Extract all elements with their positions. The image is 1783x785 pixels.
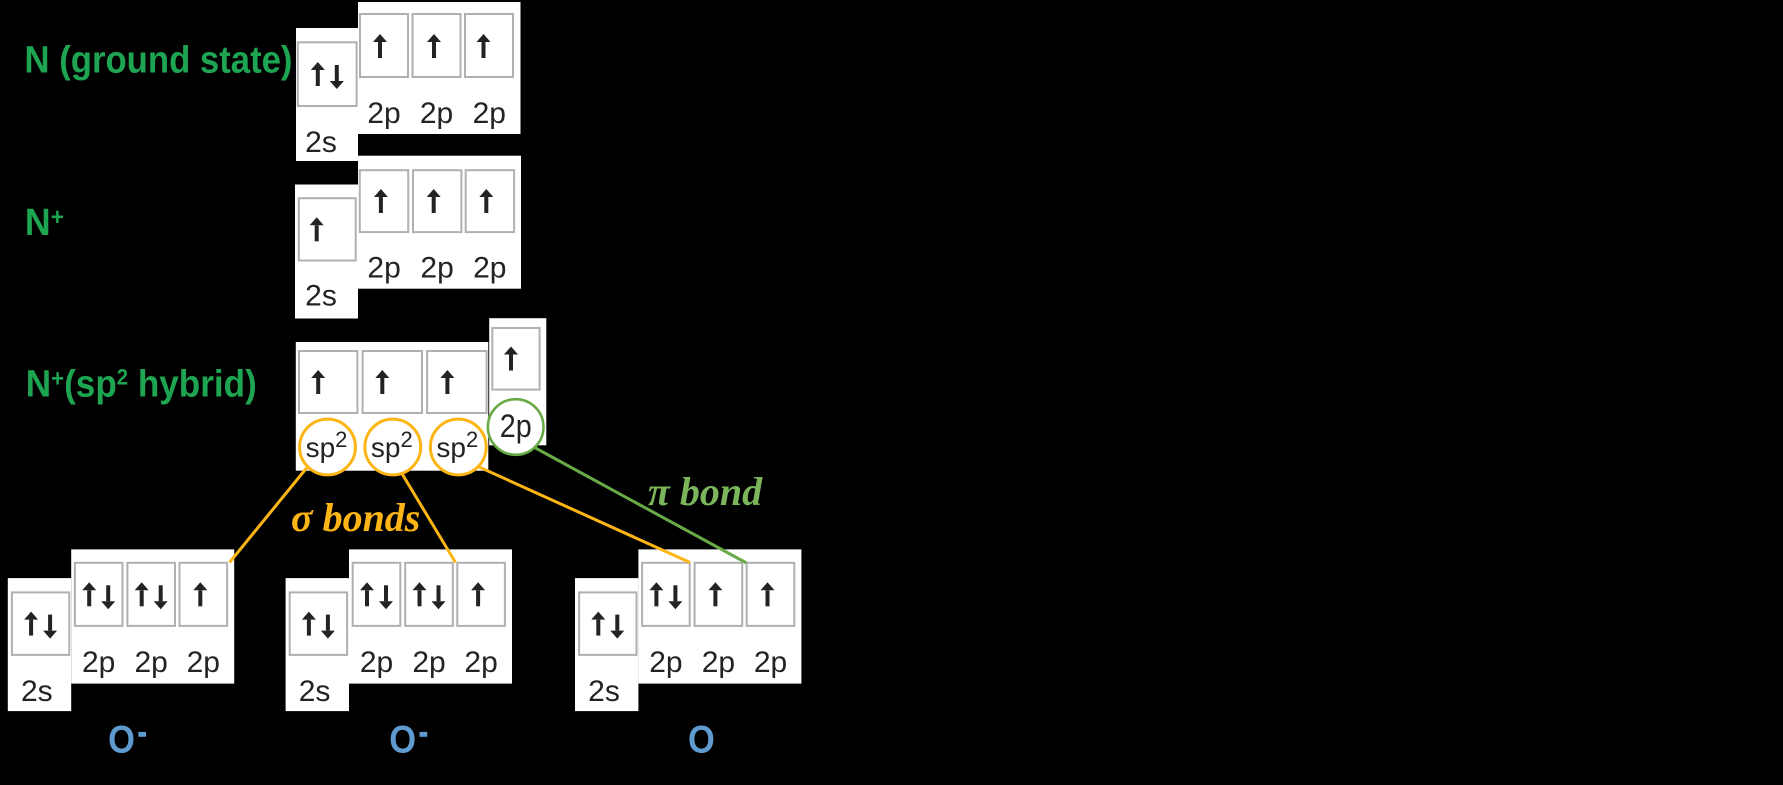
svg-text:2p: 2p	[754, 646, 787, 679]
svg-text:2p: 2p	[420, 252, 453, 285]
svg-text:N (ground state): N (ground state)	[25, 40, 293, 82]
svg-text:2s: 2s	[299, 675, 331, 708]
svg-text:2p: 2p	[473, 252, 506, 285]
svg-text:2p: 2p	[367, 252, 400, 285]
svg-text:N+(sp2 hybrid): N+(sp2 hybrid)	[26, 364, 257, 406]
svg-text:2p: 2p	[500, 408, 532, 444]
svg-text:2p: 2p	[420, 97, 453, 130]
svg-text:O: O	[108, 719, 135, 762]
svg-text:2p: 2p	[367, 97, 400, 130]
svg-text:O: O	[389, 719, 416, 762]
svg-text:2s: 2s	[305, 280, 337, 313]
svg-text:O: O	[688, 719, 715, 762]
svg-text:2p: 2p	[135, 646, 168, 679]
svg-text:2p: 2p	[464, 646, 497, 679]
svg-text:σ bonds: σ bonds	[291, 495, 420, 540]
svg-text:2s: 2s	[21, 675, 53, 708]
svg-text:π bond: π bond	[648, 469, 763, 514]
svg-text:2s: 2s	[305, 126, 337, 159]
svg-text:2p: 2p	[473, 97, 506, 130]
svg-text:2p: 2p	[187, 646, 220, 679]
svg-text:2p: 2p	[360, 646, 393, 679]
svg-text:2p: 2p	[702, 646, 735, 679]
svg-text:2p: 2p	[82, 646, 115, 679]
svg-text:2s: 2s	[588, 675, 620, 708]
svg-text:2p: 2p	[412, 646, 445, 679]
svg-text:2p: 2p	[649, 646, 682, 679]
